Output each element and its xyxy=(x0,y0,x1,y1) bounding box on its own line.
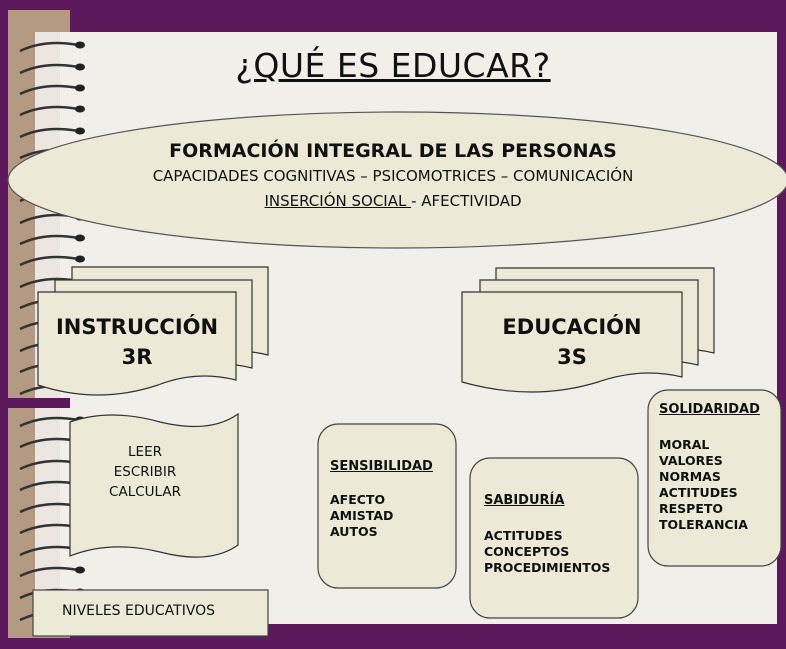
scroll-item: CALCULAR xyxy=(109,484,181,500)
sabiduria-title: SABIDURÍA xyxy=(484,493,565,508)
sabiduria-item: CONCEPTOS xyxy=(484,544,570,559)
spiral-hole xyxy=(75,127,85,135)
spiral-hole xyxy=(75,255,85,263)
spiral-ring xyxy=(19,566,79,578)
spiral-ring xyxy=(19,127,79,139)
solidaridad-item: MORAL xyxy=(659,437,710,452)
solidaridad-item: VALORES xyxy=(659,453,723,468)
scroll-item: LEER xyxy=(128,444,162,460)
solidaridad-item: ACTITUDES xyxy=(659,485,738,500)
spiral-ring xyxy=(19,41,79,53)
educacion-label: EDUCACIÓN 3S xyxy=(462,312,682,372)
sabiduria-box xyxy=(469,457,639,619)
niveles-label: NIVELES EDUCATIVOS xyxy=(62,603,216,619)
spiral-ring xyxy=(19,255,79,267)
solidaridad-box xyxy=(647,389,782,567)
spiral-ring xyxy=(19,84,79,96)
insercion-social: INSERCIÓN SOCIAL xyxy=(264,192,412,210)
formacion-ellipse xyxy=(7,111,786,249)
instruccion-label: INSTRUCCIÓN 3R xyxy=(38,312,236,372)
spiral-ring xyxy=(19,63,79,75)
sensibilidad-title: SENSIBILIDAD xyxy=(330,459,433,474)
solidaridad-content: SOLIDARIDAD MORAL VALORES NORMAS ACTITUD… xyxy=(659,402,760,533)
spiral-hole xyxy=(75,63,85,71)
educacion-cards xyxy=(461,267,715,393)
formacion-insercion-line: INSERCIÓN SOCIAL - AFECTIVIDAD xyxy=(0,192,786,210)
sabiduria-content: SABIDURÍA ACTITUDES CONCEPTOS PROCEDIMIE… xyxy=(484,493,610,576)
sensibilidad-item: AFECTO xyxy=(330,492,386,507)
sabiduria-item: PROCEDIMIENTOS xyxy=(484,560,611,575)
niveles-box xyxy=(32,589,269,637)
spiral-hole xyxy=(75,566,85,574)
solidaridad-item: TOLERANCIA xyxy=(659,517,748,532)
solidaridad-item: NORMAS xyxy=(659,469,721,484)
educacion-line2: 3S xyxy=(557,345,587,369)
spiral-hole xyxy=(75,84,85,92)
solidaridad-item: RESPETO xyxy=(659,501,724,516)
instruccion-line1: INSTRUCCIÓN xyxy=(55,315,219,339)
sabiduria-item: ACTITUDES xyxy=(484,528,563,543)
sensibilidad-box xyxy=(317,423,457,589)
solidaridad-title: SOLIDARIDAD xyxy=(659,402,760,417)
spiral-hole xyxy=(75,234,85,242)
sensibilidad-item: AUTOS xyxy=(330,524,378,539)
afectividad: - AFECTIVIDAD xyxy=(411,192,522,210)
spiral-ring xyxy=(19,105,79,117)
spiral-hole xyxy=(75,105,85,113)
scroll-shape xyxy=(69,412,239,558)
spiral-ring xyxy=(19,416,79,428)
formacion-capacidades: CAPACIDADES COGNITIVAS – PSICOMOTRICES –… xyxy=(152,167,634,185)
sensibilidad-content: SENSIBILIDAD AFECTO AMISTAD AUTOS xyxy=(330,459,433,540)
spine-divider xyxy=(8,398,70,408)
spiral-hole xyxy=(75,41,85,49)
page-title: ¿QUÉ ES EDUCAR? xyxy=(235,46,551,85)
formacion-heading: FORMACIÓN INTEGRAL DE LAS PERSONAS xyxy=(169,140,617,162)
instruccion-line2: 3R xyxy=(121,345,153,369)
instruccion-cards xyxy=(37,266,269,396)
educacion-line1: EDUCACIÓN xyxy=(502,315,642,339)
sensibilidad-item: AMISTAD xyxy=(330,508,394,523)
spiral-ring xyxy=(19,234,79,246)
scroll-text: LEER ESCRIBIR CALCULAR xyxy=(80,442,210,502)
scroll-item: ESCRIBIR xyxy=(113,464,177,480)
